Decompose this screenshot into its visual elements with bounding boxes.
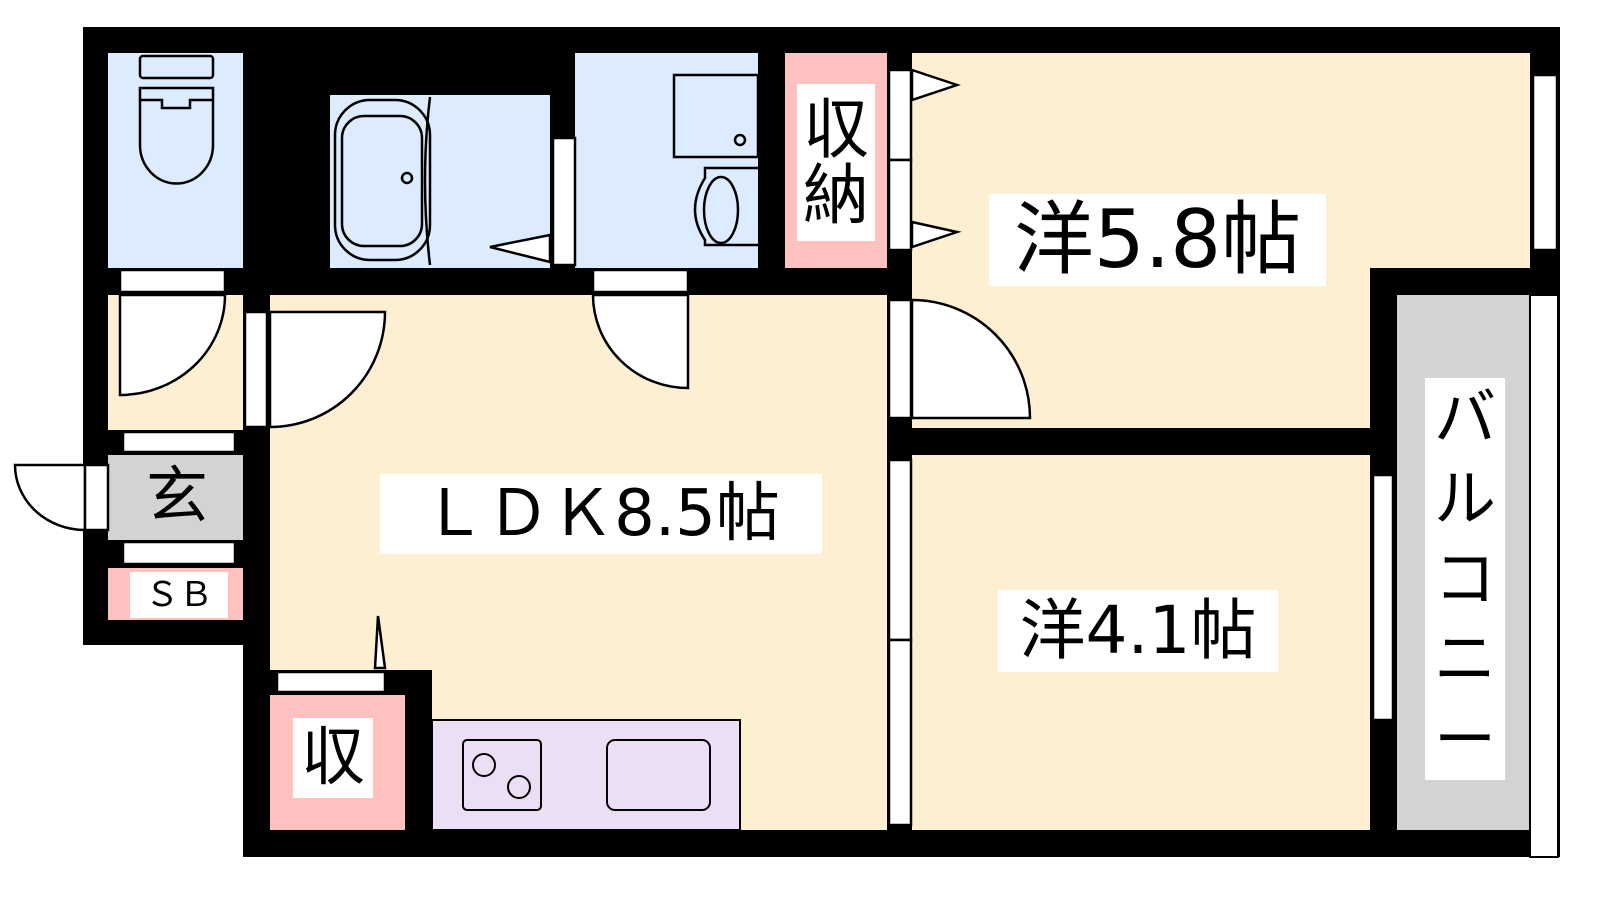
entrance-area bbox=[108, 455, 243, 540]
washroom bbox=[575, 53, 758, 268]
balcony-char: ー bbox=[1433, 702, 1496, 776]
room-label-storage-closet: 収 納 bbox=[797, 84, 875, 241]
room-label-kitchen-storage: 収 bbox=[293, 718, 373, 798]
bathtub-icon bbox=[333, 96, 432, 266]
toilet-room bbox=[108, 53, 243, 268]
balcony-rail bbox=[1529, 294, 1559, 858]
room-label-shoe-box: ＳＢ bbox=[130, 572, 228, 618]
stove-icon bbox=[462, 739, 542, 811]
room-label-western-small: 洋4.1帖 bbox=[998, 590, 1278, 672]
balcony-char: ニ bbox=[1433, 622, 1496, 696]
room-label-ldk: ＬＤＫ8.5帖 bbox=[380, 474, 822, 554]
toilet-icon bbox=[138, 54, 215, 185]
storage-label-line1: 収 bbox=[803, 90, 869, 168]
balcony-char: ル bbox=[1433, 461, 1496, 535]
washbasin-icon bbox=[672, 73, 760, 247]
balcony-char: バ bbox=[1433, 381, 1496, 455]
doors bbox=[13, 68, 1559, 827]
storage-label-line2: 納 bbox=[803, 156, 869, 234]
room-label-balcony: バ ル コ ニ ー bbox=[1425, 378, 1505, 780]
bathroom bbox=[330, 95, 550, 268]
sink-icon bbox=[606, 739, 711, 811]
room-label-western-large: 洋5.8帖 bbox=[989, 194, 1326, 286]
balcony-char: コ bbox=[1433, 541, 1496, 615]
room-label-entrance: 玄 bbox=[145, 459, 208, 532]
